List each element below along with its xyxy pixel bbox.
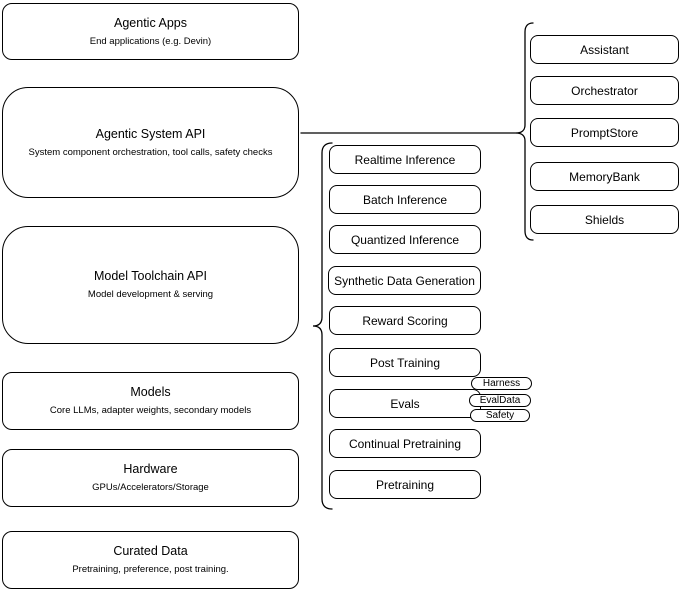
box-title: Models	[130, 385, 171, 400]
box-agentic-apps: Agentic Apps End applications (e.g. Devi…	[2, 3, 299, 60]
box-model-toolchain-api: Model Toolchain API Model development & …	[2, 226, 299, 344]
toolchain-item-synthetic-data-generation: Synthetic Data Generation	[328, 266, 481, 295]
eval-tag-evaldata: EvalData	[469, 394, 531, 407]
box-curated-data: Curated Data Pretraining, preference, po…	[2, 531, 299, 589]
box-subtitle: Core LLMs, adapter weights, secondary mo…	[49, 405, 252, 417]
component-shields: Shields	[530, 205, 679, 234]
eval-tag-harness: Harness	[471, 377, 532, 390]
box-subtitle: System component orchestration, tool cal…	[28, 146, 273, 158]
box-title: Agentic Apps	[114, 15, 187, 30]
eval-tag-safety: Safety	[470, 409, 530, 422]
component-orchestrator: Orchestrator	[530, 76, 679, 105]
component-assistant: Assistant	[530, 35, 679, 64]
toolchain-item-quantized-inference: Quantized Inference	[329, 225, 481, 254]
box-subtitle: GPUs/Accelerators/Storage	[92, 482, 209, 494]
component-promptstore: PromptStore	[530, 118, 679, 147]
box-subtitle: Pretraining, preference, post training.	[72, 564, 229, 576]
toolchain-item-batch-inference: Batch Inference	[329, 185, 481, 214]
box-title: Agentic System API	[95, 126, 206, 141]
toolchain-item-reward-scoring: Reward Scoring	[329, 306, 481, 335]
box-agentic-system-api: Agentic System API System component orch…	[2, 87, 299, 198]
box-title: Model Toolchain API	[93, 269, 208, 284]
box-models: Models Core LLMs, adapter weights, secon…	[2, 372, 299, 430]
toolchain-item-evals: Evals	[329, 389, 481, 418]
toolchain-item-post-training: Post Training	[329, 348, 481, 377]
box-title: Hardware	[123, 462, 178, 477]
component-memorybank: MemoryBank	[530, 162, 679, 191]
toolchain-item-continual-pretraining: Continual Pretraining	[329, 429, 481, 458]
box-hardware: Hardware GPUs/Accelerators/Storage	[2, 449, 299, 507]
box-subtitle: End applications (e.g. Devin)	[89, 35, 212, 47]
toolchain-item-realtime-inference: Realtime Inference	[329, 145, 481, 174]
toolchain-item-pretraining: Pretraining	[329, 470, 481, 499]
box-subtitle: Model development & serving	[87, 289, 214, 301]
box-title: Curated Data	[113, 544, 188, 559]
